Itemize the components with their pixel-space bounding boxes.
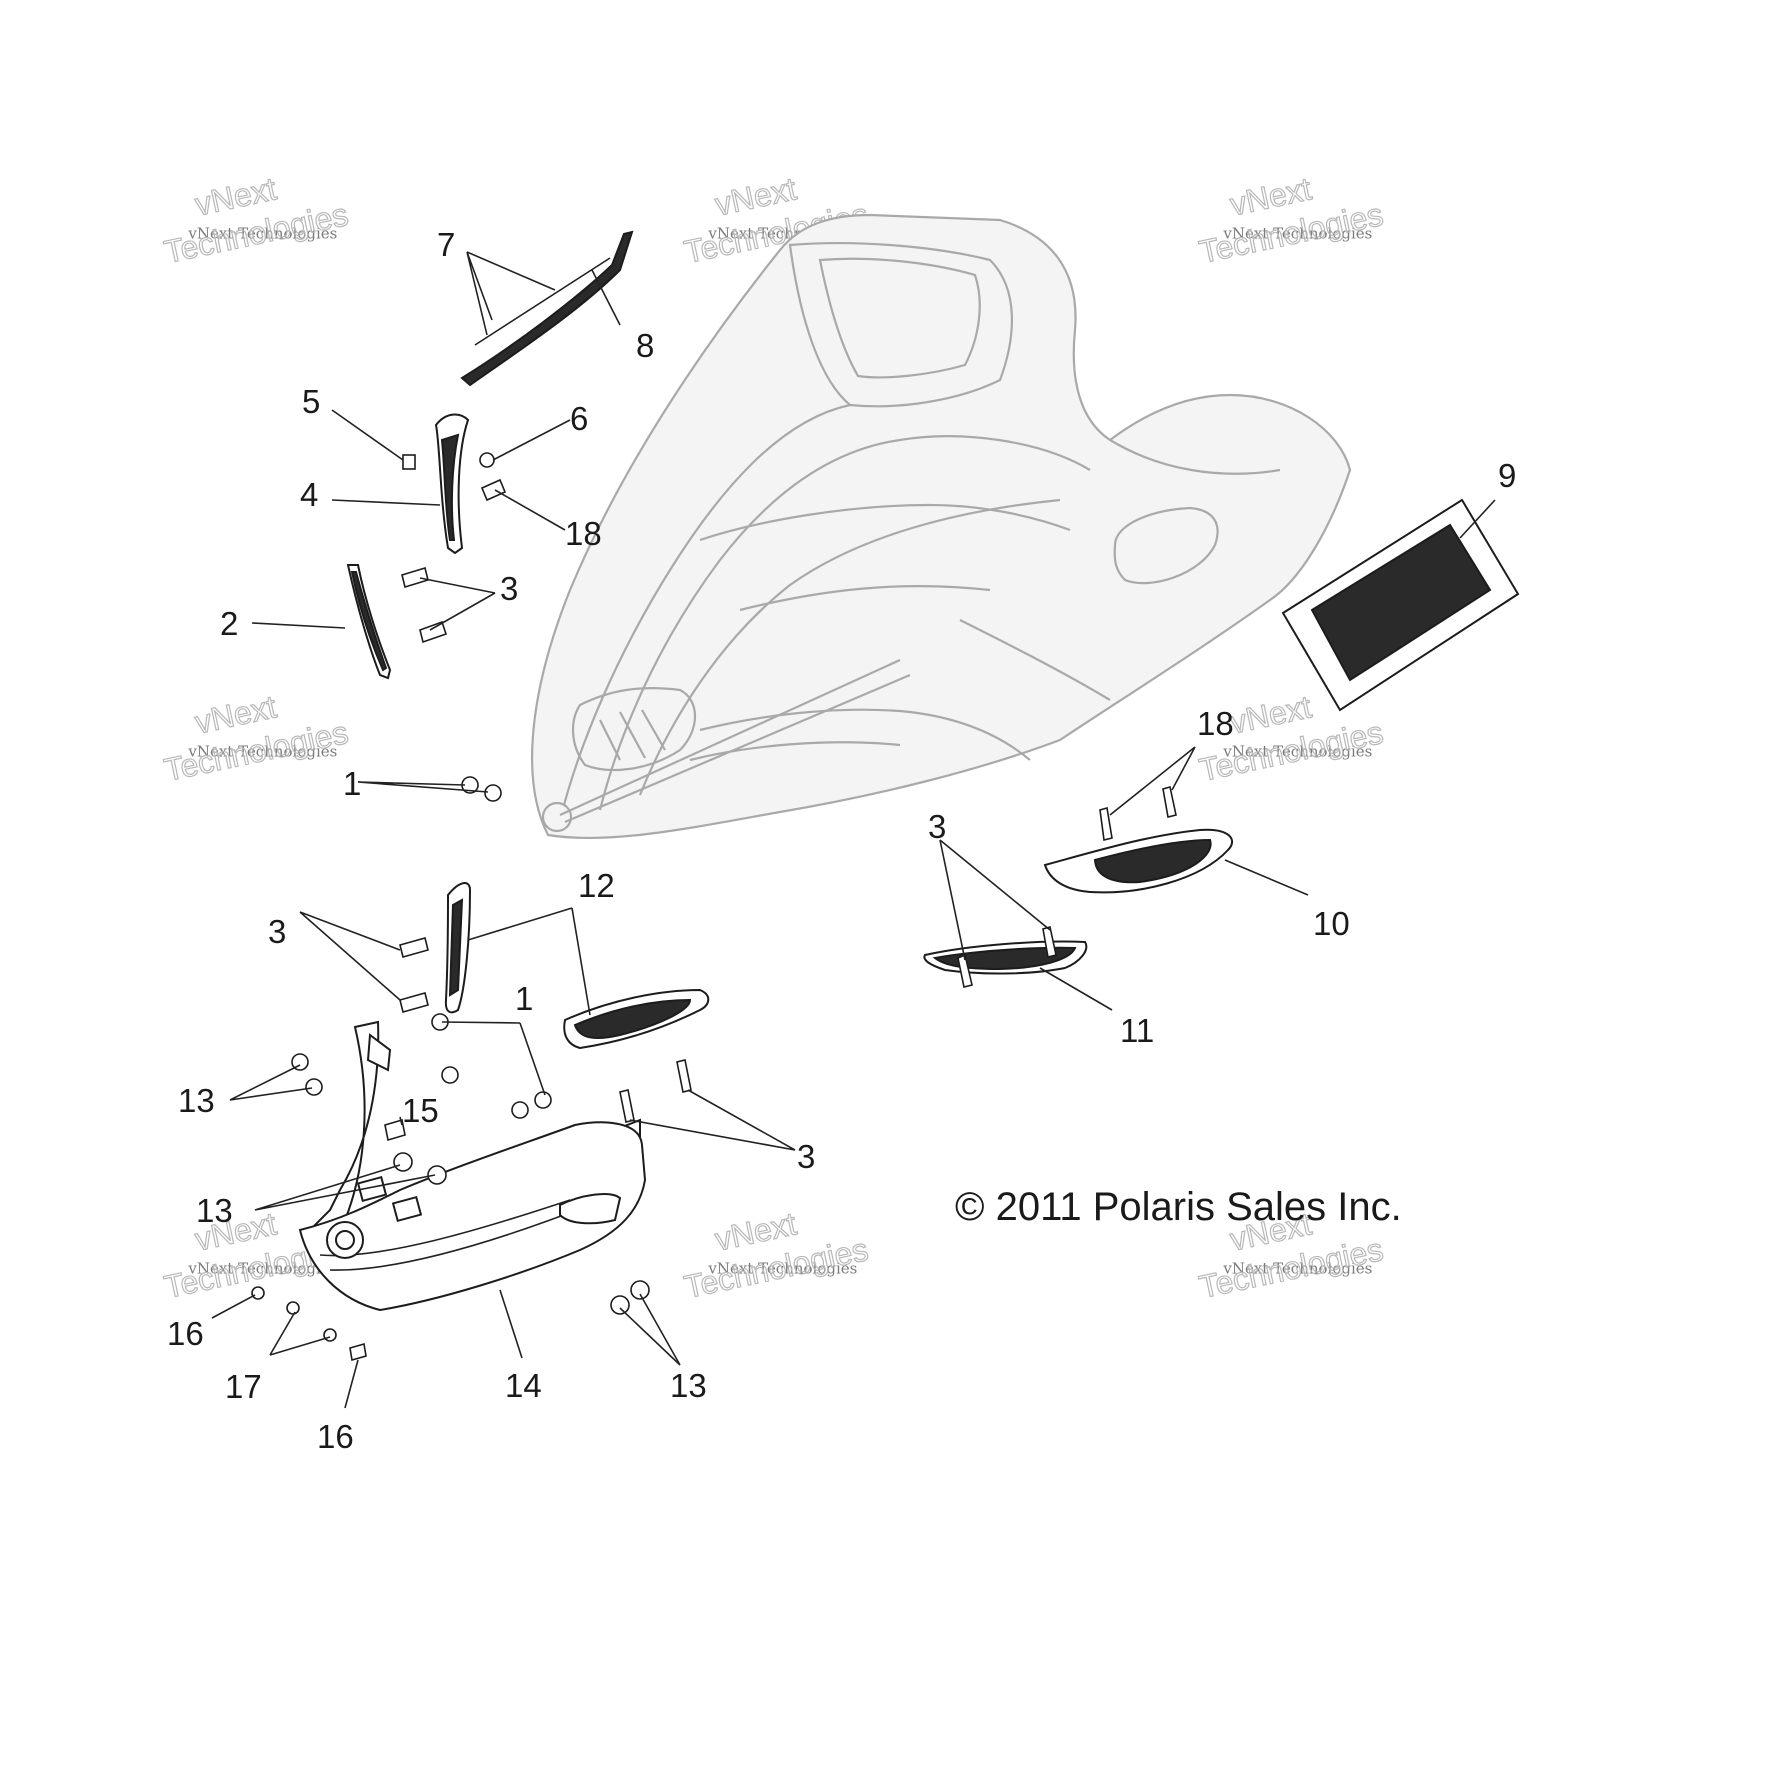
rivet-3d <box>1042 925 1057 958</box>
svg-text:vNext Technologies: vNext Technologies <box>707 1259 857 1277</box>
callout-16: 16 <box>167 1315 204 1352</box>
watermark: vNext vNext Technologies Technologies <box>1195 170 1386 271</box>
screw-1e <box>511 1101 529 1119</box>
callout-10: 10 <box>1313 905 1350 942</box>
screw-1b <box>484 784 502 802</box>
fasteners <box>251 452 1177 1362</box>
screw-1f <box>534 1091 552 1109</box>
rivet-18a <box>480 478 507 502</box>
rivet-3g <box>619 1089 635 1123</box>
callout-3: 3 <box>928 808 946 845</box>
callout-2: 2 <box>220 605 238 642</box>
screw-16b <box>349 1342 367 1362</box>
callout-12: 12 <box>578 867 615 904</box>
bolt-15 <box>384 1118 406 1142</box>
callout-5: 5 <box>302 383 320 420</box>
callout-13: 13 <box>196 1192 233 1229</box>
svg-text:vNext Technologies: vNext Technologies <box>1222 1259 1372 1277</box>
part-10-mesh-vent <box>1043 828 1234 894</box>
rivet-18b <box>1099 806 1113 841</box>
callout-9: 9 <box>1498 457 1516 494</box>
leader-lines <box>211 251 1496 1409</box>
rivet-3b <box>419 620 448 644</box>
part-4-side-trim <box>434 413 470 555</box>
rivet-3f <box>399 992 429 1013</box>
callout-14: 14 <box>505 1367 542 1404</box>
callout-16: 16 <box>317 1418 354 1455</box>
watermark: vNext vNext Technologies Technologies <box>680 1205 871 1306</box>
hood-assembly <box>531 213 1352 840</box>
rivet-18c <box>1162 785 1177 818</box>
callout-13: 13 <box>670 1367 707 1404</box>
svg-text:vNext Technologies: vNext Technologies <box>1222 224 1372 242</box>
rivet-3a <box>401 566 429 589</box>
nut-13c <box>393 1152 413 1172</box>
rivet-3h <box>676 1059 692 1093</box>
nut-6 <box>479 452 495 468</box>
callout-15: 15 <box>402 1092 439 1129</box>
watermark: vNext vNext Technologies Technologies <box>160 688 351 789</box>
svg-text:vNext Technologies: vNext Technologies <box>1222 742 1372 760</box>
callout-3: 3 <box>797 1138 815 1175</box>
rivet-3e <box>399 937 429 958</box>
callout-11: 11 <box>1120 1012 1154 1049</box>
watermark-small: vNext Technologies <box>187 224 337 242</box>
rivet-3c <box>957 953 973 988</box>
copyright-text: © 2011 Polaris Sales Inc. <box>955 1185 1402 1229</box>
washer-17b <box>323 1328 337 1342</box>
callout-13: 13 <box>178 1082 215 1119</box>
callouts: 7 8 5 6 4 18 3 2 9 1 18 3 10 12 3 1 11 1… <box>167 226 1516 1455</box>
nut-13f <box>630 1280 650 1300</box>
callout-1: 1 <box>343 765 361 802</box>
clip-5 <box>402 454 416 470</box>
part-14-bumper <box>298 1020 647 1312</box>
svg-text:vNext Technologies: vNext Technologies <box>187 1259 337 1277</box>
callout-18: 18 <box>1197 705 1234 742</box>
callout-8: 8 <box>636 327 654 364</box>
callout-18: 18 <box>565 515 602 552</box>
callout-3: 3 <box>500 570 518 607</box>
svg-text:vNext Technologies: vNext Technologies <box>187 742 337 760</box>
screw-16a <box>251 1286 265 1300</box>
nut-13e <box>610 1295 630 1315</box>
callout-1: 1 <box>515 980 533 1017</box>
part-2-vent-trim <box>346 564 392 680</box>
nut-13b <box>305 1078 323 1096</box>
callout-17: 17 <box>225 1368 262 1405</box>
callout-6: 6 <box>570 400 588 437</box>
part-8-trim-strip <box>460 230 634 387</box>
part-12-grille <box>444 882 710 1050</box>
watermark: vNext vNext Technologies Technologies <box>160 170 351 271</box>
part-11-mesh-vent <box>923 940 1088 975</box>
washer-17a <box>286 1301 300 1315</box>
nut-13d <box>427 1165 447 1185</box>
callout-3: 3 <box>268 913 286 950</box>
callout-4: 4 <box>300 476 318 513</box>
nut-13a <box>291 1053 309 1071</box>
part-9-mesh-panel <box>1281 498 1520 712</box>
callout-7: 7 <box>437 226 455 263</box>
screw-1d <box>441 1066 459 1084</box>
